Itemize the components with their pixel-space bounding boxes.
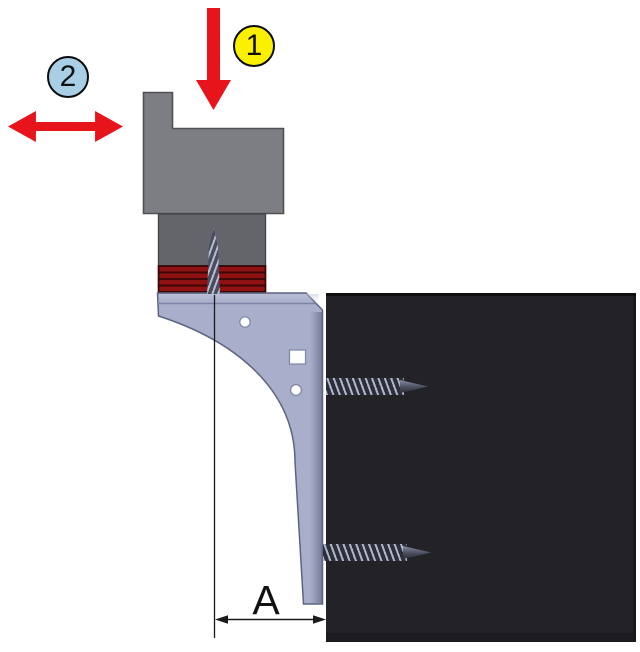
clamp-block xyxy=(142,91,285,215)
dimension-arrowhead-left xyxy=(215,615,228,624)
bracket-hole-square xyxy=(288,349,307,365)
wall-screw-upper-thread xyxy=(326,378,404,395)
step-2-badge: 2 xyxy=(47,56,89,98)
wall-panel xyxy=(326,293,636,642)
bracket-hole-round xyxy=(239,316,251,328)
wall-screw-lower-thread xyxy=(323,544,407,561)
bracket-hole-round xyxy=(290,384,303,397)
vertical-screw-icon xyxy=(207,228,220,294)
step-1-label: 1 xyxy=(245,29,263,62)
step-2-label: 2 xyxy=(59,60,77,93)
step-1-badge: 1 xyxy=(233,25,275,67)
dimension-arrowhead-right xyxy=(313,615,326,624)
bracket-plate-highlight xyxy=(158,294,319,303)
dimension-label: A xyxy=(252,577,280,623)
bracket-stem-shade xyxy=(310,312,322,603)
wall-panel-bottom-edge xyxy=(326,633,636,642)
support-bracket xyxy=(156,292,324,605)
wall-panel-right-edge xyxy=(633,296,636,642)
